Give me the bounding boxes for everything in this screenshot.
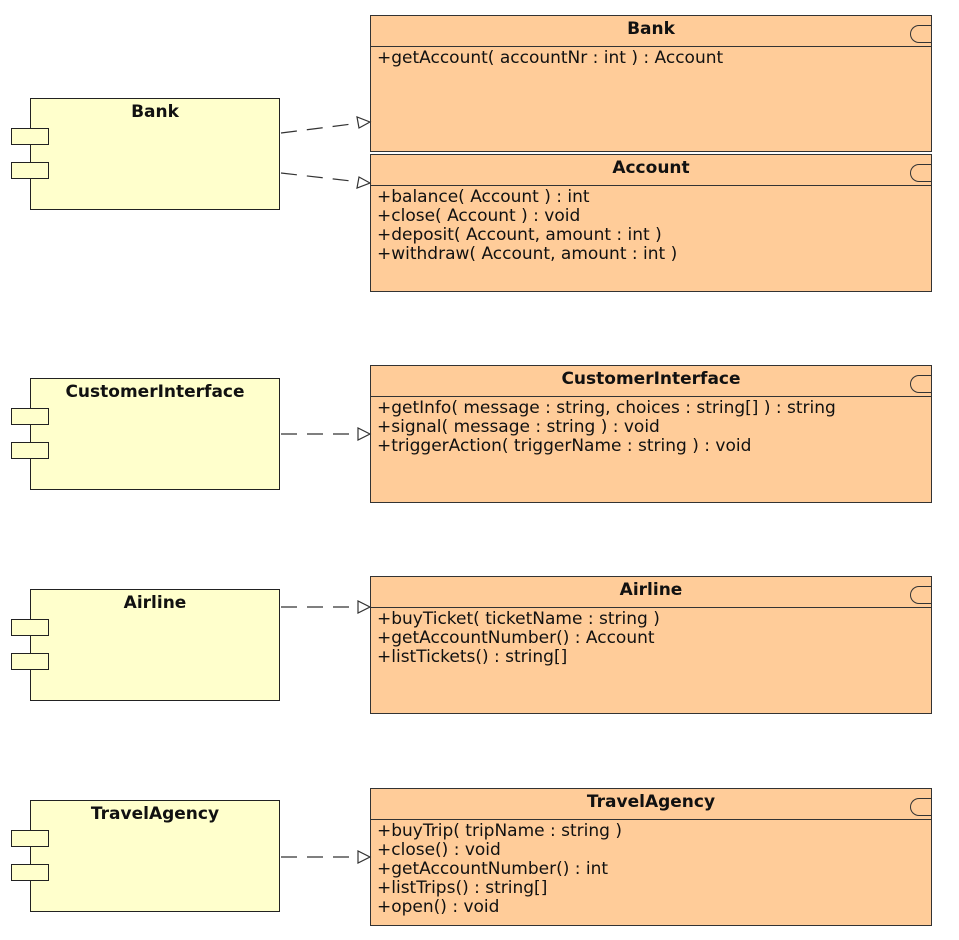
interface-title: Account	[612, 158, 690, 178]
component-title: Bank	[131, 102, 179, 122]
interface-icon	[910, 798, 932, 816]
component-travel-agency[interactable]: TravelAgency	[11, 800, 280, 912]
interface-header: CustomerInterface	[371, 366, 932, 397]
component-port-icon	[11, 864, 49, 881]
operation: +close() : void	[377, 840, 501, 860]
operation: +signal( message : string ) : void	[377, 417, 660, 437]
interface-airline[interactable]: Airline +buyTicket( ticketName : string …	[370, 576, 932, 714]
component-customer-interface[interactable]: CustomerInterface	[11, 378, 280, 490]
operation: +close( Account ) : void	[377, 206, 581, 226]
operation: +getAccountNumber() : int	[377, 859, 609, 879]
dependency-link-customer-interface	[281, 427, 372, 441]
operation-list: +buyTicket( ticketName : string ) +getAc…	[371, 608, 931, 667]
dependency-link-airline	[281, 600, 372, 614]
component-port-icon	[11, 830, 49, 847]
component-bank[interactable]: Bank	[11, 98, 280, 210]
interface-header: Airline	[371, 577, 932, 608]
dependency-link-account	[280, 172, 372, 189]
operation-list: +buyTrip( tripName : string ) +close() :…	[371, 820, 931, 917]
component-port-icon	[11, 653, 49, 670]
interface-icon	[910, 25, 932, 43]
component-port-icon	[11, 128, 49, 145]
component-title: CustomerInterface	[65, 382, 245, 402]
operation: +balance( Account ) : int	[377, 187, 590, 207]
component-port-icon	[11, 408, 49, 425]
component-title: Airline	[123, 593, 187, 613]
interface-travel-agency[interactable]: TravelAgency +buyTrip( tripName : string…	[370, 788, 932, 926]
interface-icon	[910, 375, 932, 393]
operation: +listTickets() : string[]	[377, 647, 568, 667]
component-port-icon	[11, 162, 49, 179]
operation: +getAccountNumber() : Account	[377, 628, 655, 648]
component-airline[interactable]: Airline	[11, 589, 280, 701]
operation: +buyTrip( tripName : string )	[377, 821, 622, 841]
interface-header: Account	[371, 155, 932, 186]
operation: +open() : void	[377, 897, 500, 917]
interface-customer-interface[interactable]: CustomerInterface +getInfo( message : st…	[370, 365, 932, 503]
interface-title: Airline	[619, 580, 683, 600]
operation-list: +balance( Account ) : int +close( Accoun…	[371, 186, 931, 264]
interface-header: TravelAgency	[371, 789, 932, 820]
interface-icon	[910, 586, 932, 604]
interface-title: Bank	[627, 19, 675, 39]
dependency-link-travel-agency	[281, 850, 372, 864]
operation: +getAccount( accountNr : int ) : Account	[377, 48, 724, 68]
operation: +listTrips() : string[]	[377, 878, 548, 898]
operation-list: +getAccount( accountNr : int ) : Account	[371, 47, 931, 68]
component-port-icon	[11, 442, 49, 459]
operation: +withdraw( Account, amount : int )	[377, 244, 678, 264]
interface-account[interactable]: Account +balance( Account ) : int +close…	[370, 154, 932, 292]
operation: +deposit( Account, amount : int )	[377, 225, 662, 245]
component-port-icon	[11, 619, 49, 636]
interface-header: Bank	[371, 16, 932, 47]
operation: +buyTicket( ticketName : string )	[377, 609, 660, 629]
component-title: TravelAgency	[90, 804, 220, 824]
interface-bank[interactable]: Bank +getAccount( accountNr : int ) : Ac…	[370, 15, 932, 152]
operation: +getInfo( message : string, choices : st…	[377, 398, 836, 418]
interface-icon	[910, 164, 932, 182]
dependency-link-bank	[280, 116, 372, 134]
operation: +triggerAction( triggerName : string ) :…	[377, 436, 752, 456]
interface-title: CustomerInterface	[561, 369, 741, 389]
operation-list: +getInfo( message : string, choices : st…	[371, 397, 931, 456]
interface-title: TravelAgency	[586, 792, 716, 812]
